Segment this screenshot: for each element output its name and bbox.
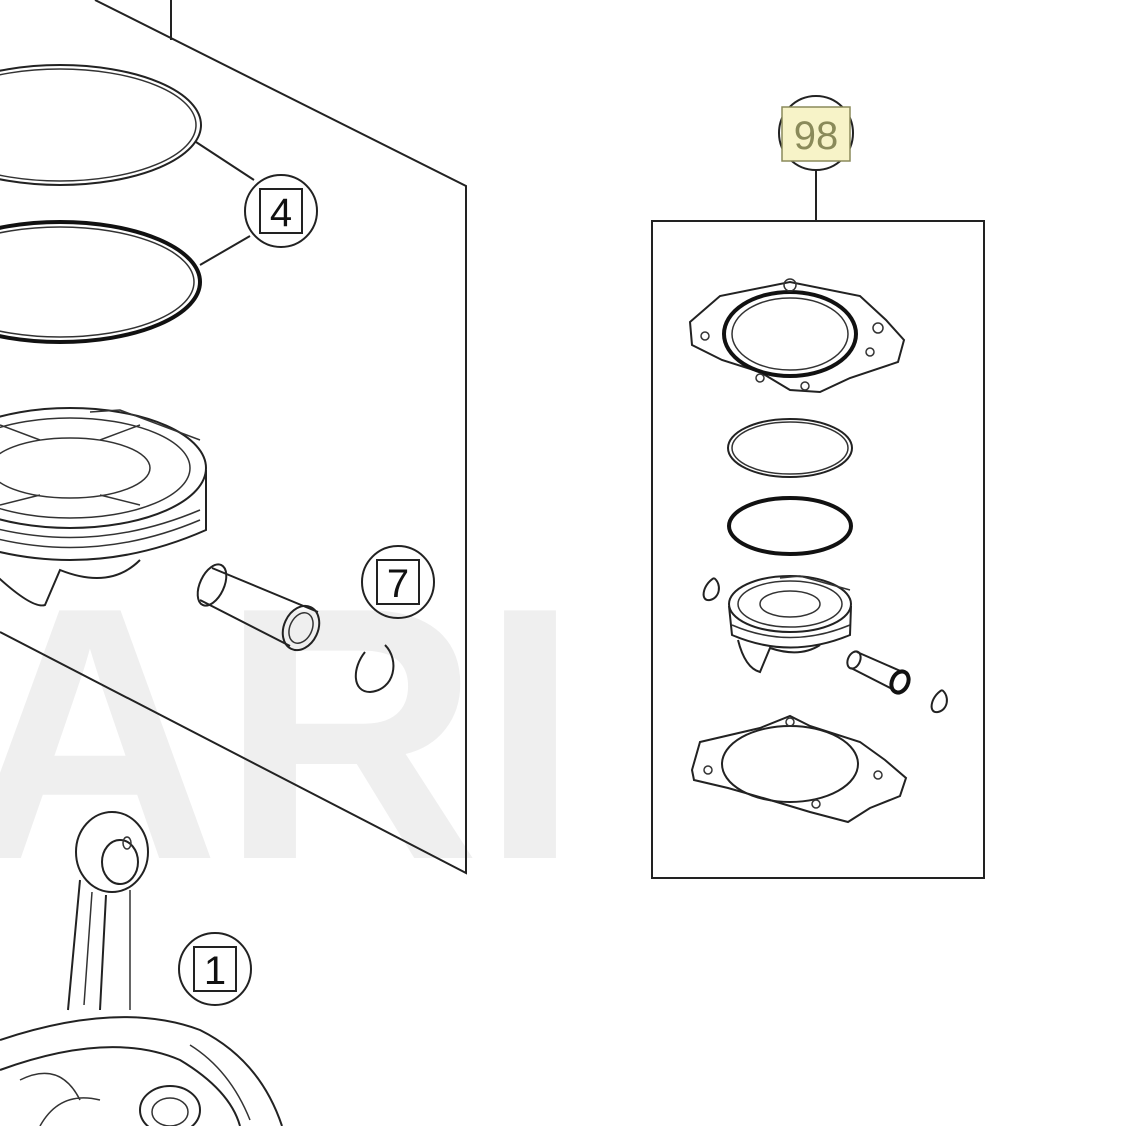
callout-4[interactable]: 4 bbox=[244, 174, 318, 248]
callout-98-label: 98 bbox=[794, 114, 839, 158]
base-gasket bbox=[690, 714, 908, 824]
kit-piston bbox=[728, 575, 852, 674]
kit-circlip-right bbox=[930, 689, 948, 714]
kit-ring-lower bbox=[727, 496, 853, 556]
kit-circlip-left bbox=[702, 577, 720, 602]
kit-ring-upper-inner bbox=[731, 421, 849, 475]
callout-7[interactable]: 7 bbox=[361, 545, 435, 619]
leader-4b bbox=[199, 235, 251, 266]
kit-ring-upper bbox=[727, 418, 853, 478]
panel-outline bbox=[0, 0, 467, 875]
callout-98-highlight bbox=[781, 106, 851, 162]
piston-pin bbox=[196, 563, 321, 652]
piston-ring-lower bbox=[0, 220, 202, 344]
callout-1-label: 1 bbox=[204, 949, 226, 993]
kit-panel-box bbox=[651, 220, 985, 879]
circlip bbox=[354, 644, 395, 694]
callout-1[interactable]: 1 bbox=[178, 932, 252, 1006]
kit-piston-pin bbox=[846, 650, 911, 695]
callout-98[interactable]: 98 bbox=[778, 95, 854, 171]
callout-4-label: 4 bbox=[270, 191, 292, 235]
piston-ring-upper bbox=[0, 64, 202, 186]
leader-4a bbox=[195, 141, 255, 181]
watermark: ARI bbox=[0, 533, 580, 935]
piston bbox=[0, 407, 207, 607]
kit-panel bbox=[651, 170, 985, 879]
left-exploded-panel bbox=[0, 0, 467, 1126]
callout-7-label: 7 bbox=[387, 562, 409, 606]
head-gasket bbox=[688, 278, 906, 394]
crankshaft bbox=[0, 811, 283, 1126]
